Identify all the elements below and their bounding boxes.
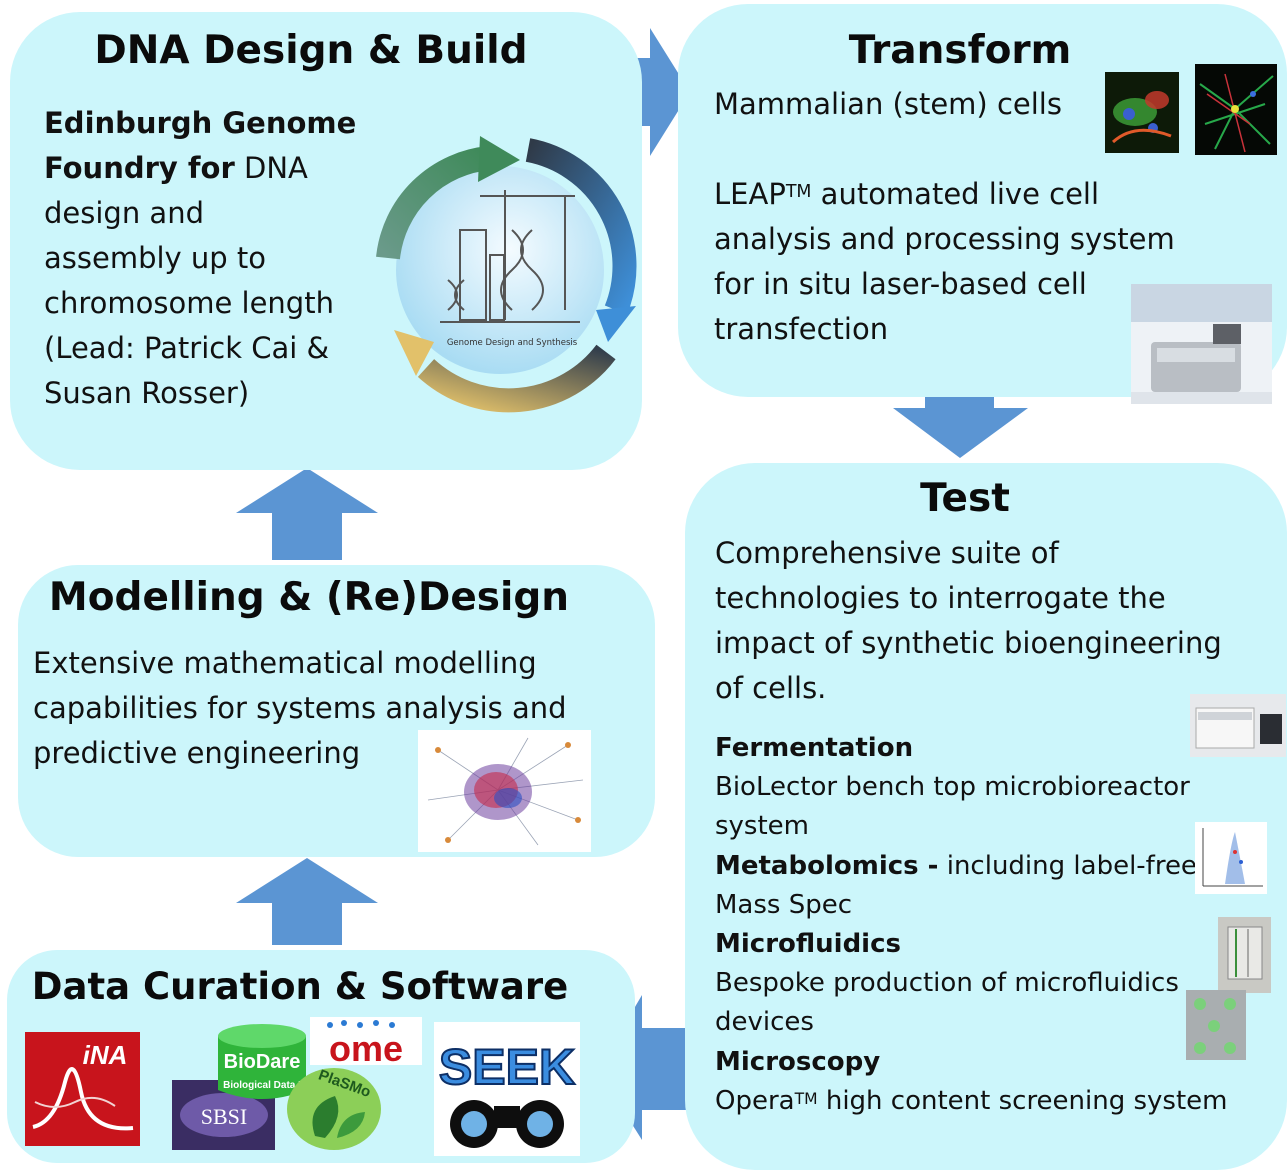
volcano-plot-image — [1195, 822, 1267, 894]
stem-cell-image-2 — [1195, 64, 1277, 155]
plasmo-logo: PlaSMo — [287, 1067, 381, 1150]
transform-leap-text: LEAPTM automated live cell analysis and … — [714, 177, 1175, 346]
svg-text:BioDare: BioDare — [224, 1051, 301, 1073]
modelling-title: Modelling & (Re)Design — [48, 575, 570, 620]
modelling-text: Extensive mathematical modelling capabil… — [33, 646, 567, 770]
microfluidics-device-image — [1186, 990, 1246, 1060]
ina-logo: iNA — [25, 1032, 140, 1146]
svg-text:Biological Data I: Biological Data I — [223, 1080, 301, 1091]
svg-text:ome: ome — [329, 1028, 403, 1069]
ome-logo: ome — [310, 1017, 422, 1069]
biolector-image — [1190, 694, 1286, 757]
stem-cell-image-1 — [1105, 72, 1179, 153]
test-title: Test — [920, 476, 1010, 521]
leap-instrument-image — [1131, 284, 1272, 404]
svg-text:SEEK: SEEK — [439, 1039, 575, 1095]
test-methods-list: Fermentation BioLector bench top microbi… — [715, 733, 1228, 1116]
data-curation-title: Data Curation & Software — [31, 965, 569, 1008]
microfluidics-chip-image — [1218, 917, 1271, 993]
cycle-caption: Genome Design and Synthesis — [447, 338, 578, 348]
transform-mammalian-text: Mammalian (stem) cells — [714, 87, 1062, 121]
biodare-logo: BioDare Biological Data I — [218, 1024, 306, 1099]
construction-crane-icon — [440, 190, 580, 323]
genome-cycle-graphic: Genome Design and Synthesis — [376, 136, 637, 413]
network-model-image — [418, 730, 591, 852]
design-build-title: DNA Design & Build — [94, 28, 528, 73]
svg-text:iNA: iNA — [83, 1040, 128, 1070]
transform-title: Transform — [848, 28, 1072, 73]
test-intro-text: Comprehensive suite of technologies to i… — [715, 536, 1222, 705]
seek-logo: SEEK — [434, 1022, 580, 1156]
design-build-text: Edinburgh Genome Foundry for DNA design … — [44, 106, 357, 410]
svg-text:SBSI: SBSI — [201, 1104, 247, 1129]
